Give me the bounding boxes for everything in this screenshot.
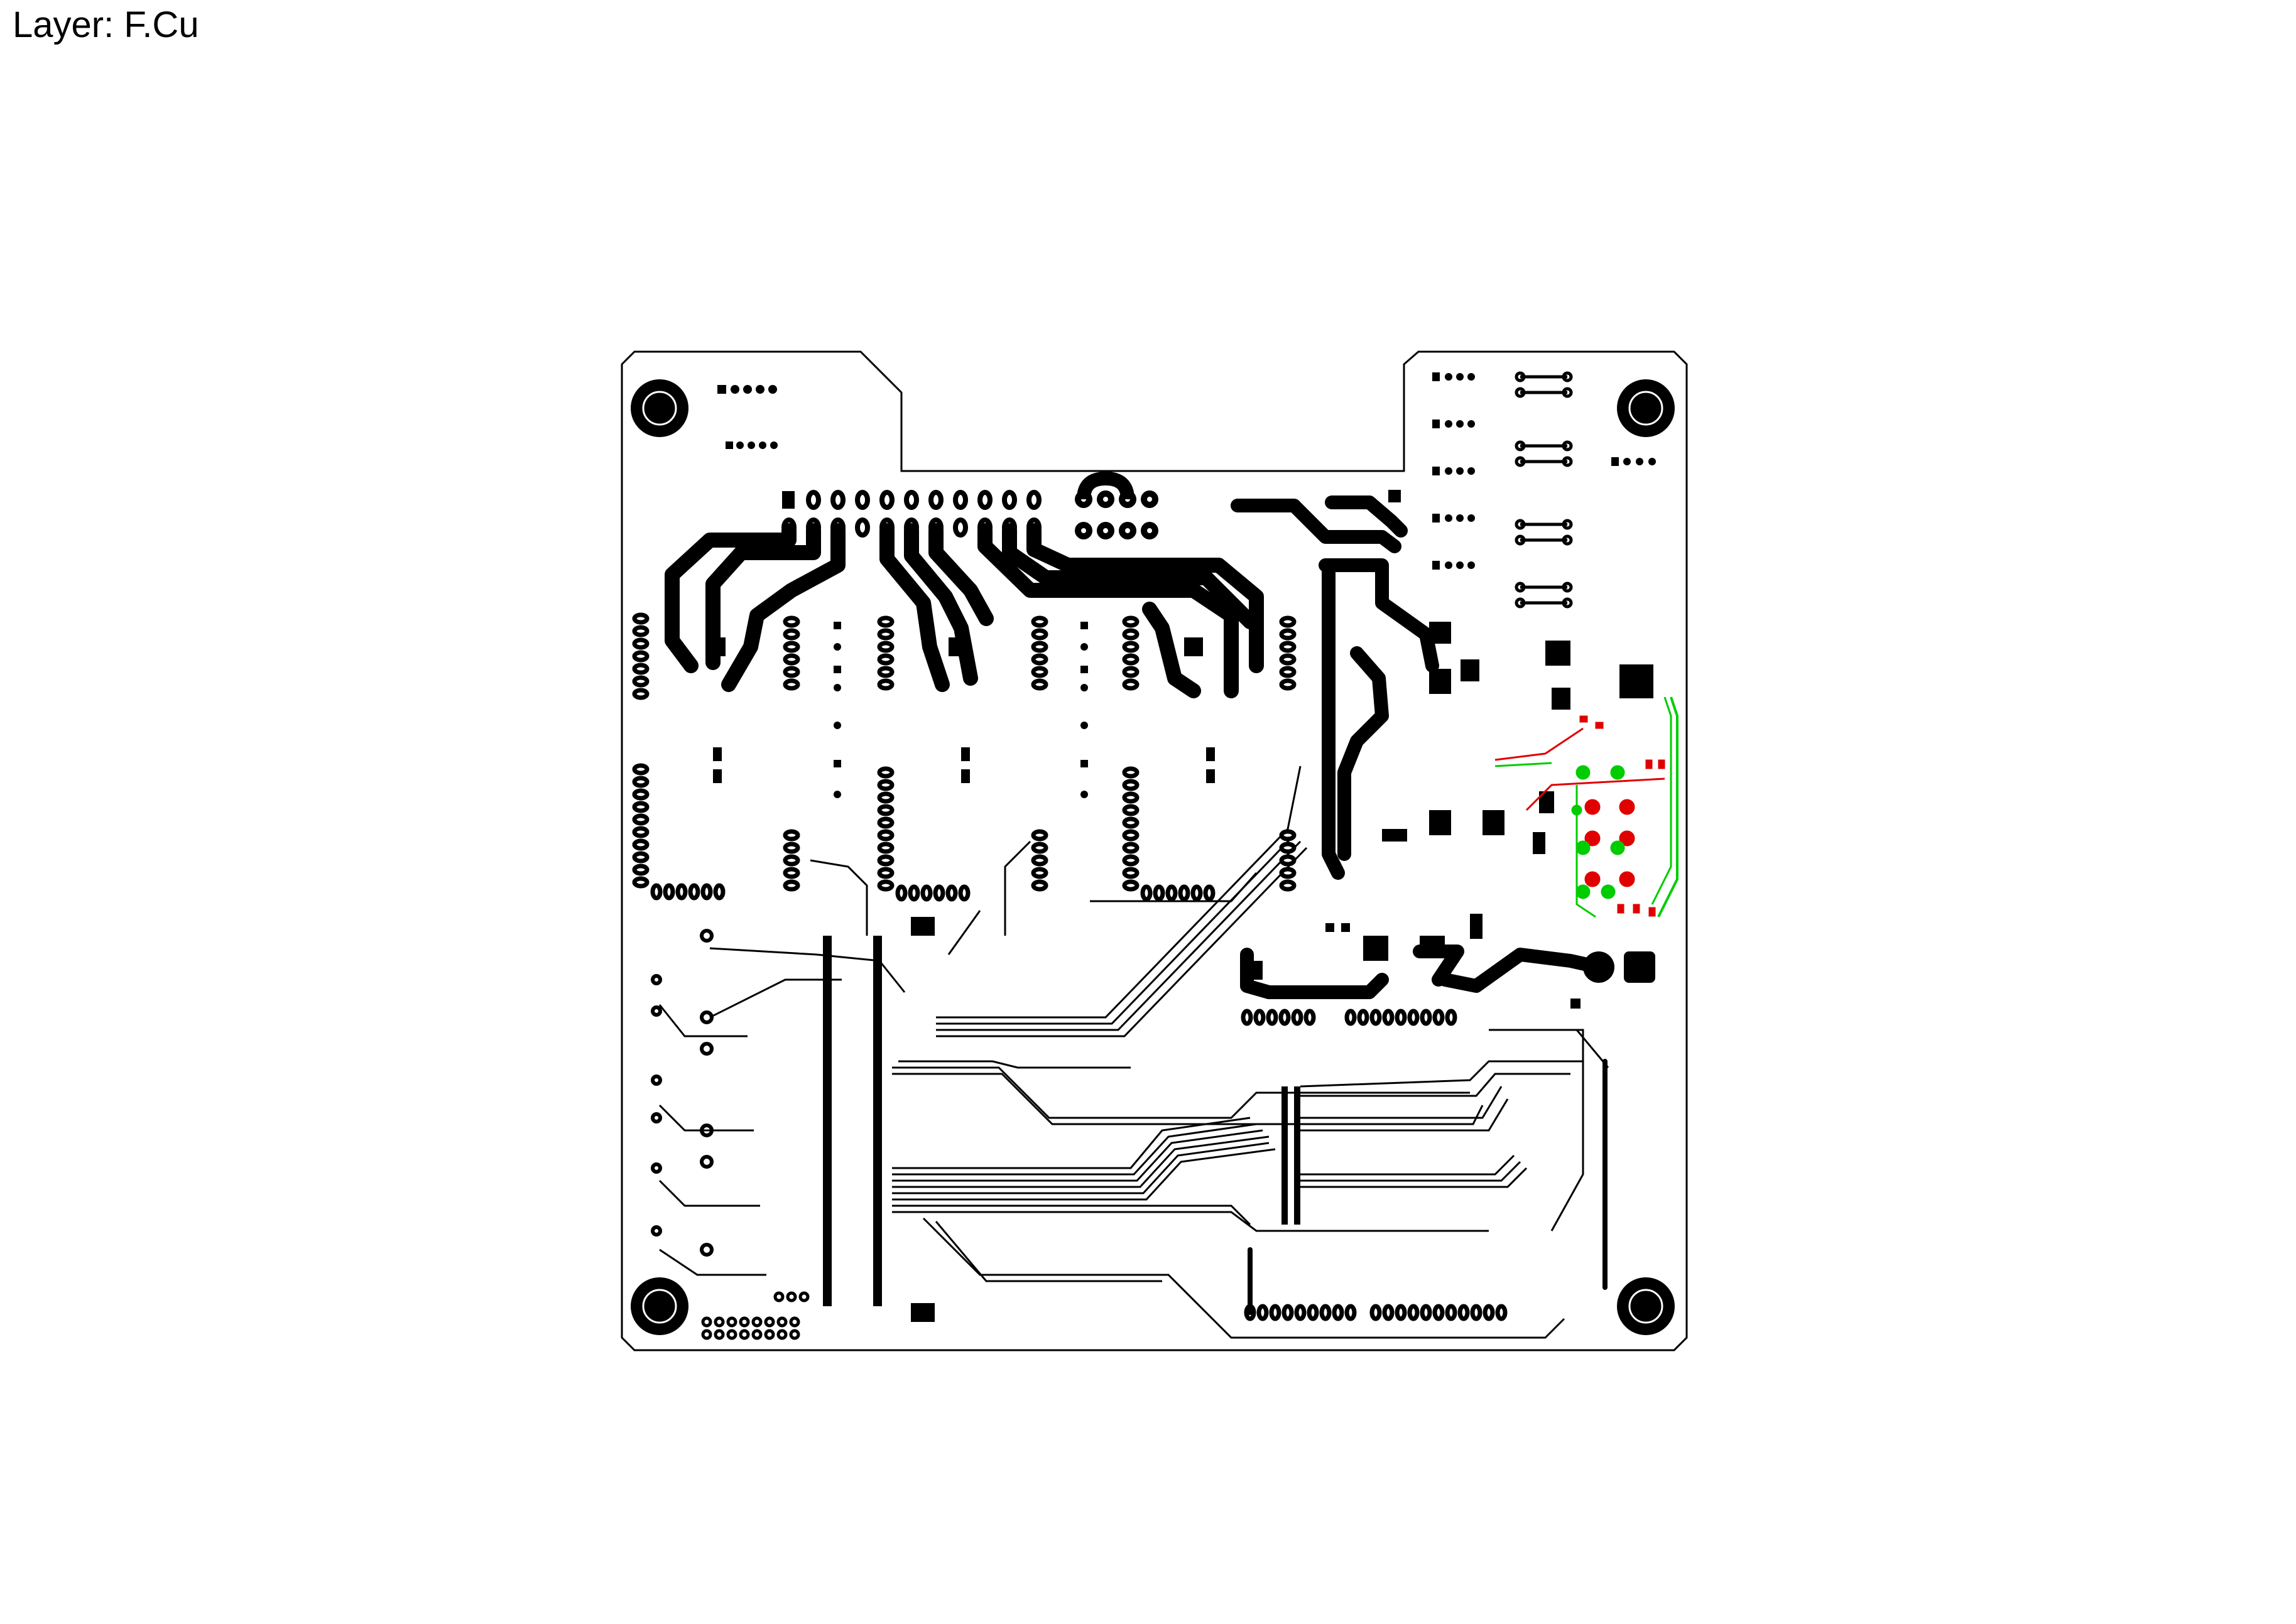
right-upper-jumpers: [1515, 371, 1573, 609]
mounting-hole-top-right: [1617, 379, 1675, 437]
highlight-red-net: [1494, 715, 1665, 917]
component-pads: [707, 622, 1215, 1322]
pin-columns-left: [632, 612, 1297, 902]
vertical-traces: [1248, 1059, 1608, 1315]
signal-traces: [658, 766, 1609, 1339]
mounting-holes: [631, 379, 1675, 1335]
layer-title: Layer: F.Cu: [13, 4, 199, 45]
power-pads: [1325, 914, 1655, 983]
bottom-left-connector: [701, 1291, 810, 1340]
mounting-hole-top-left: [631, 379, 688, 437]
power-traces-left: [665, 523, 1264, 698]
mcu-qfn: [1619, 664, 1653, 698]
fine-pitch-ics: [823, 936, 1581, 1306]
left-analog-section: [651, 929, 714, 1257]
board-outline: [621, 350, 1688, 1351]
connector-top-center: [1075, 471, 1158, 539]
highlight-green-net: [1494, 696, 1678, 918]
connector-j-top-left: [717, 385, 778, 449]
bottom-pad-rows: [1241, 1009, 1508, 1321]
mounting-hole-bottom-left: [631, 1277, 688, 1335]
power-ics: [1382, 622, 1652, 854]
mounting-hole-bottom-right: [1617, 1277, 1675, 1335]
right-upper-connectors: [1388, 372, 1656, 570]
